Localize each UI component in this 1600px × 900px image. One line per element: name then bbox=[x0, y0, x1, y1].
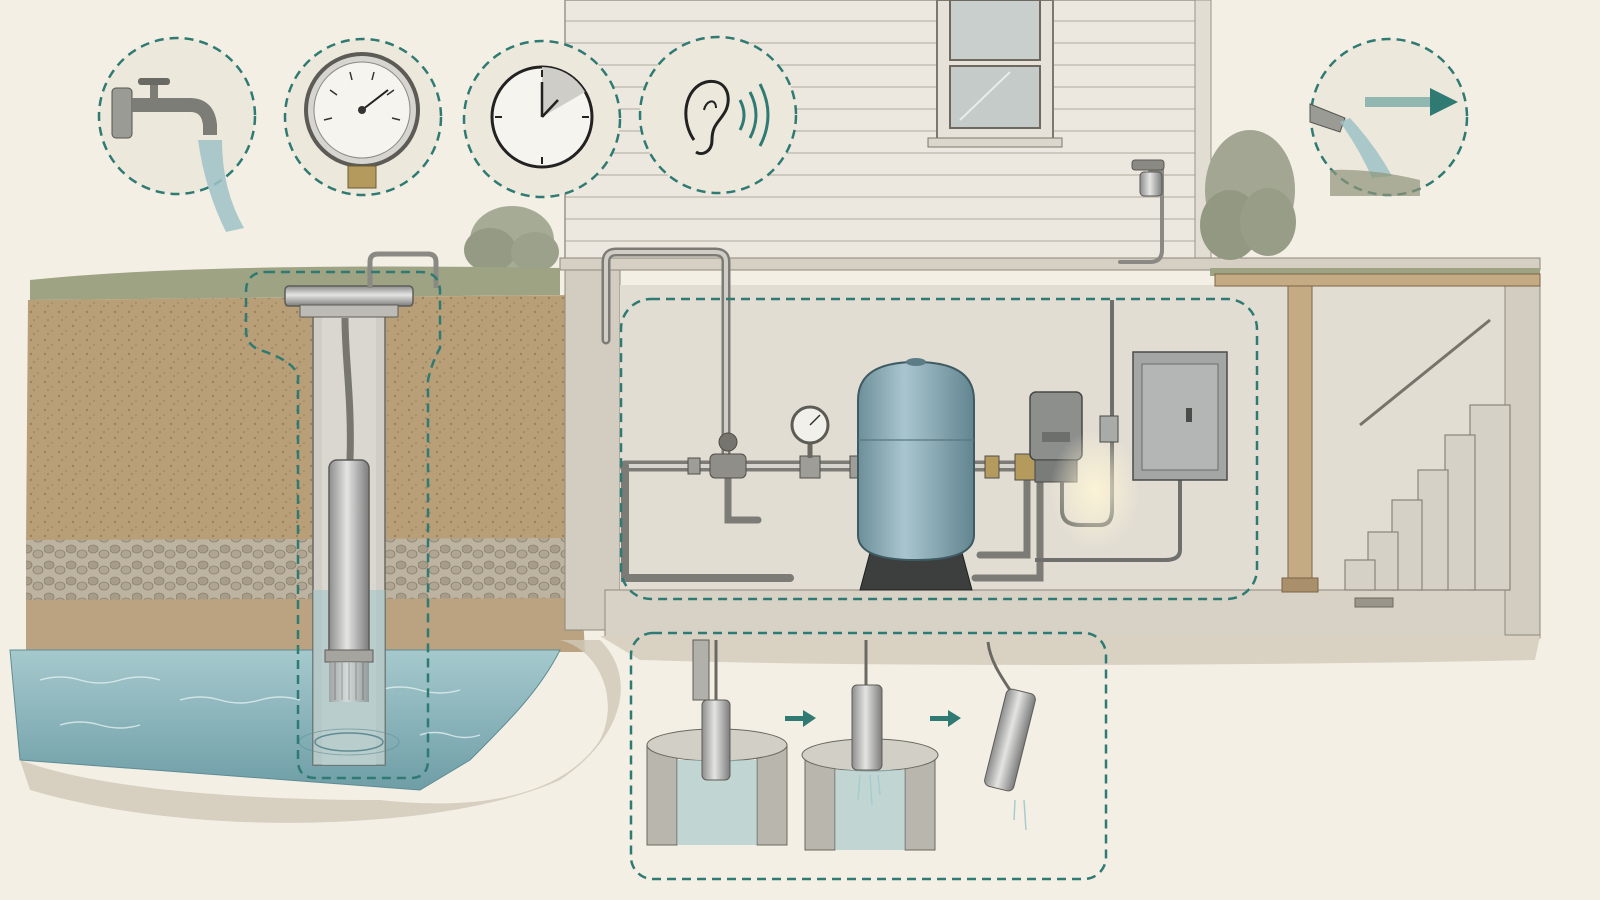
house bbox=[559, 0, 1541, 271]
callout-timer bbox=[462, 39, 622, 199]
well bbox=[284, 251, 439, 766]
tank-body bbox=[857, 360, 975, 562]
light-glow bbox=[1050, 430, 1140, 550]
overhead-beam bbox=[1214, 273, 1541, 287]
submersible-pump bbox=[328, 459, 370, 661]
basement-stairs bbox=[1344, 318, 1511, 591]
well-supply-pipe bbox=[367, 251, 439, 288]
foundation-wall-right bbox=[1504, 284, 1541, 636]
drop-pipe bbox=[341, 317, 354, 461]
floor-drain bbox=[1354, 597, 1394, 608]
removal-step-1 bbox=[646, 639, 788, 846]
water-ripples bbox=[39, 676, 481, 739]
topsoil-layer bbox=[26, 295, 580, 545]
pressure-tank bbox=[857, 358, 975, 591]
hose-flow-arrow-icon bbox=[1309, 88, 1458, 196]
foundation-wall-left bbox=[564, 269, 621, 631]
pressure-gauge bbox=[790, 405, 830, 458]
outdoor-spigot-pipe bbox=[1118, 168, 1164, 264]
ground-under-basement bbox=[600, 636, 1540, 665]
lower-soil-layer bbox=[26, 598, 585, 652]
grass-line bbox=[30, 266, 560, 300]
support-post-base bbox=[1281, 577, 1319, 593]
callout-listen-for-noise bbox=[638, 35, 798, 195]
step-arrow-2 bbox=[930, 710, 961, 727]
house-window bbox=[927, 0, 1063, 148]
gravel-layer bbox=[26, 538, 582, 602]
ear-sound-icon bbox=[684, 79, 770, 155]
callout-discharge-flow bbox=[1309, 37, 1469, 197]
removal-step-3-pump-removed bbox=[984, 641, 1036, 831]
aquifer-water bbox=[9, 649, 561, 791]
bush-left bbox=[464, 206, 559, 274]
ground-cutaway bbox=[9, 266, 1540, 823]
callout-pressure-gauge bbox=[283, 37, 443, 197]
highlight-pump-removal-sequence bbox=[629, 631, 1108, 881]
highlight-well-casing bbox=[244, 270, 442, 780]
bush-right bbox=[1200, 130, 1296, 260]
highlight-pressure-tank-area bbox=[619, 297, 1259, 601]
electrical-panel bbox=[1132, 351, 1228, 481]
house-spigot bbox=[1131, 159, 1165, 197]
faucet-icon bbox=[111, 78, 244, 232]
basement-floor bbox=[604, 589, 1541, 639]
well-cap bbox=[284, 285, 414, 307]
callout-outdoor-faucet bbox=[97, 36, 257, 232]
light-switch bbox=[1099, 415, 1119, 443]
step-arrow-1 bbox=[785, 710, 816, 727]
highlight-regions bbox=[244, 270, 1259, 881]
gauge-icon bbox=[304, 52, 420, 189]
house-foundation-sill bbox=[559, 257, 1541, 271]
support-post bbox=[1287, 279, 1313, 591]
clock-icon bbox=[490, 65, 594, 169]
removal-step-2 bbox=[801, 640, 939, 851]
